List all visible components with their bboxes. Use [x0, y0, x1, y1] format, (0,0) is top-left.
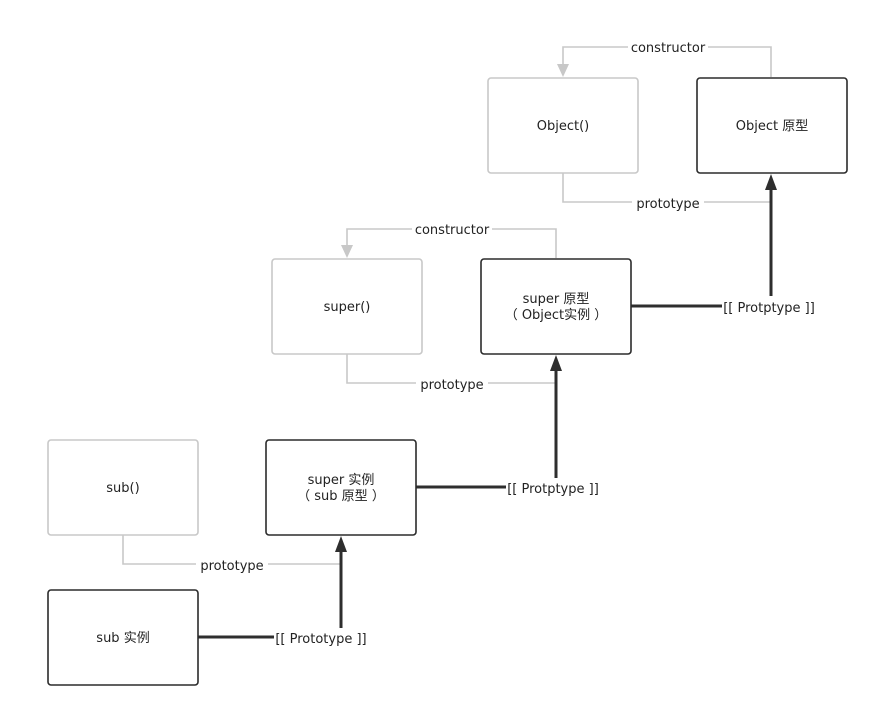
object-function-label: Object() — [537, 119, 589, 134]
sub-instance-link-label: [[ Prototype ]] — [275, 632, 366, 647]
object-prototype-label: prototype — [636, 197, 699, 212]
super-constructor-label: constructor — [415, 223, 490, 238]
super-constructor-arrowhead — [341, 245, 353, 258]
object-proto-arrowhead — [765, 174, 777, 190]
object-constructor-arrowhead — [557, 64, 569, 77]
sub-instance-label: sub 实例 — [96, 631, 149, 646]
super-instance-line2: （ sub 原型 ） — [297, 489, 385, 504]
super-function-node: super() — [271, 258, 423, 355]
sub-instance-node: sub 实例 — [47, 589, 199, 686]
sub-prototype-edge — [122, 535, 341, 565]
super-instance-node: super 实例 （ sub 原型 ） — [265, 439, 417, 536]
super-prototype-line2: （ Object实例 ） — [505, 308, 608, 323]
object-prototype-node: Object 原型 — [696, 77, 848, 174]
super-proto-arrowhead — [550, 355, 562, 371]
super-prototype-label: prototype — [420, 378, 483, 393]
sub-function-node: sub() — [47, 439, 199, 536]
super-instance-arrowhead — [335, 536, 347, 552]
super-function-label: super() — [324, 300, 371, 315]
sub-prototype-label: prototype — [200, 559, 263, 574]
super-prototype-line1: super 原型 — [523, 292, 590, 307]
sub-function-label: sub() — [106, 481, 139, 496]
object-function-node: Object() — [487, 77, 639, 174]
object-prototype-node-label: Object 原型 — [736, 119, 808, 134]
super-proto-link-label: [[ Protptype ]] — [723, 301, 815, 316]
object-constructor-label: constructor — [631, 41, 706, 56]
super-instance-link-label: [[ Protptype ]] — [507, 482, 599, 497]
super-prototype-node: super 原型 （ Object实例 ） — [480, 258, 632, 355]
super-instance-line1: super 实例 — [308, 473, 375, 488]
